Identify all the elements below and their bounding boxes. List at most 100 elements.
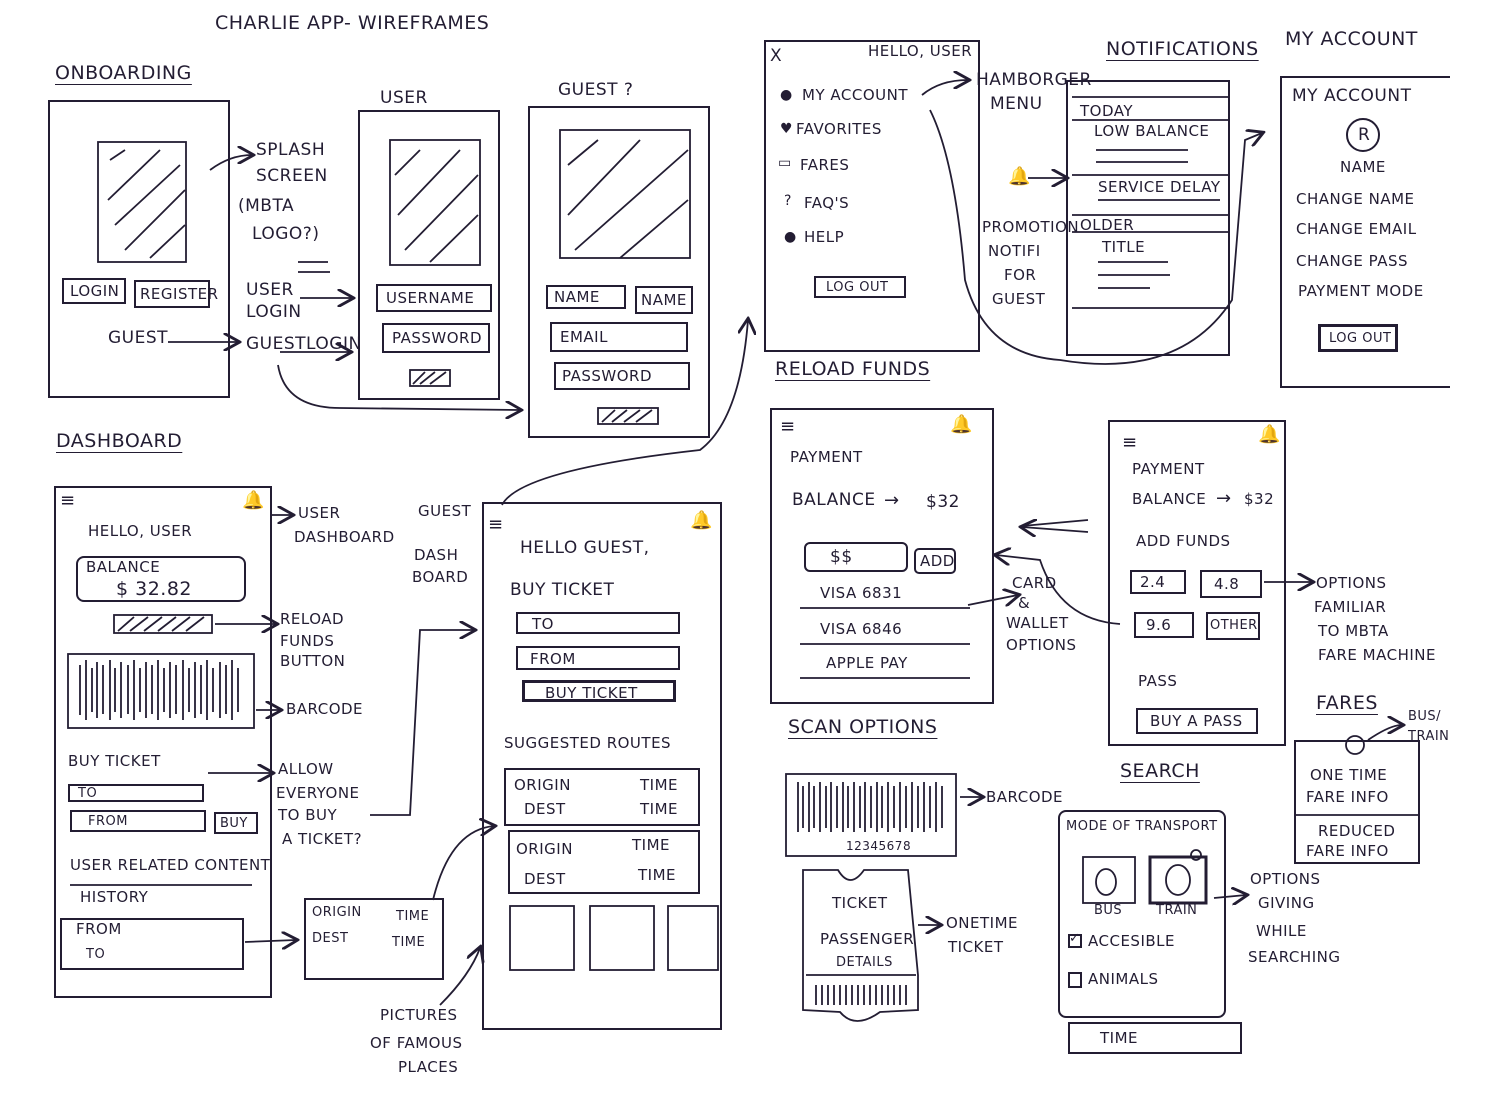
check-icon: ✓ [1069,931,1080,946]
first-name-field[interactable]: NAME [546,285,626,309]
change-pass-option[interactable]: CHANGE PASS [1296,252,1408,270]
amount-option[interactable]: 2.4 [1130,570,1186,594]
other-amount-option[interactable]: OTHER [1206,612,1260,640]
one-time-fare-info[interactable]: ONE TIME [1310,766,1388,784]
last-name-field[interactable]: NAME [635,286,693,314]
route-dest: DEST [312,931,349,946]
question-icon: ? [784,193,792,209]
bell-icon[interactable]: 🔔 [950,414,973,435]
reduced-fare-info[interactable]: REDUCED [1318,822,1396,840]
section-reload-funds: RELOAD FUNDS [775,358,931,380]
guest-link[interactable]: GUEST [108,328,169,348]
buy-pass-button[interactable]: BUY A PASS [1136,708,1258,734]
guest-buy-ticket-button[interactable]: BUY TICKET [522,680,676,702]
reduced-fare-info[interactable]: FARE INFO [1306,842,1389,860]
to-field[interactable]: TO [68,784,204,802]
amount-option[interactable]: 9.6 [1134,612,1194,638]
accessible-checkbox[interactable] [1068,934,1082,948]
password-field[interactable]: PASSWORD [382,323,490,353]
guest-to-field[interactable]: TO [516,612,680,634]
change-name-option[interactable]: CHANGE NAME [1296,190,1415,208]
page-title: CHARLIE APP- WIREFRAMES [215,12,490,34]
account-heading: MY ACCOUNT [1292,86,1412,106]
payment-mode-option[interactable]: PAYMENT MODE [1298,282,1424,300]
menu-logout-button[interactable]: LOG OUT [814,276,906,298]
hamburger-icon[interactable]: ≡ [488,514,504,535]
one-time-fare-info[interactable]: FARE INFO [1306,788,1389,806]
hamburger-icon[interactable]: ≡ [780,416,796,437]
note-reload: FUNDS [280,632,335,650]
menu-item-my-account[interactable]: MY ACCOUNT [802,86,908,104]
passenger-details: PASSENGER [820,930,915,948]
payment-screen-frame [770,408,994,704]
notif-service-delay[interactable]: SERVICE DELAY [1098,178,1221,196]
close-icon[interactable]: X [770,46,783,66]
note-reload: BUTTON [280,652,346,670]
route-origin: ORIGIN [514,776,571,794]
route-time: TIME [392,935,426,950]
balance-label: BALANCE [792,490,876,510]
email-field[interactable]: EMAIL [550,322,688,352]
barcode-number: 12345678 [846,839,912,853]
guest-signup-frame [528,106,710,438]
username-field[interactable]: USERNAME [376,284,492,312]
change-email-option[interactable]: CHANGE EMAIL [1296,220,1417,238]
account-name: NAME [1340,158,1386,176]
history-label: HISTORY [80,888,149,906]
menu-item-favorites[interactable]: FAVORITES [796,120,882,138]
my-account-frame [1280,76,1450,388]
mode-of-transport-label: MODE OF TRANSPORT [1066,819,1218,834]
card-option[interactable]: VISA 6846 [820,620,903,638]
login-button[interactable]: LOGIN [62,278,126,304]
menu-item-faqs[interactable]: FAQ'S [804,194,850,212]
fares-card [1294,740,1420,864]
route-origin: ORIGIN [312,905,362,920]
buy-button[interactable]: BUY [214,812,258,834]
menu-item-help[interactable]: HELP [804,228,845,246]
train-option[interactable]: TRAIN [1156,903,1198,918]
buy-ticket-label: BUY TICKET [68,752,161,770]
add-button[interactable]: ADD [914,548,956,574]
amount-option[interactable]: 4.8 [1200,570,1262,598]
bell-icon[interactable]: 🔔 [1258,424,1281,445]
account-logout-button[interactable]: LOG OUT [1318,324,1398,352]
card-option[interactable]: APPLE PAY [826,654,908,672]
note-allow: A TICKET? [282,830,363,848]
note-allow: TO BUY [278,806,338,824]
time-field[interactable]: TIME [1068,1022,1242,1054]
bell-icon[interactable]: 🔔 [242,490,265,511]
route-time: TIME [640,800,679,818]
note-search-options: SEARCHING [1248,948,1341,966]
hamburger-icon[interactable]: ≡ [60,490,76,511]
hamburger-icon[interactable]: ≡ [1122,432,1138,453]
register-button[interactable]: REGISTER [134,280,218,308]
card-option[interactable]: VISA 6831 [820,584,903,602]
from-field[interactable]: FROM [70,810,206,832]
notif-title[interactable]: TITLE [1102,238,1146,256]
bell-icon[interactable]: 🔔 [690,510,713,531]
pass-label: PASS [1138,672,1178,690]
suggested-route-card[interactable] [508,830,700,894]
guest-password-field[interactable]: PASSWORD [554,362,690,390]
note-onetime: TICKET [948,938,1004,956]
note-options-familiar: TO MBTA [1318,622,1389,640]
user-screen-label: USER [380,88,428,108]
passenger-details: DETAILS [836,955,893,970]
guest-from-field[interactable]: FROM [516,646,680,670]
note-hamburger: MENU [990,94,1043,114]
suggested-route-card[interactable] [504,768,700,826]
animals-checkbox[interactable] [1068,972,1082,988]
bus-option[interactable]: BUS [1094,903,1123,918]
notif-low-balance[interactable]: LOW BALANCE [1094,122,1210,140]
note-guest-login: GUESTLOGIN [246,334,362,354]
menu-item-fares[interactable]: FARES [800,156,850,174]
route-dest: DEST [524,870,566,888]
route-time: TIME [396,909,430,924]
amount-input[interactable]: $$ [804,542,908,572]
note-allow: ALLOW [278,760,334,778]
avatar: R [1346,118,1380,152]
history-card[interactable] [60,918,244,970]
note-user-login: LOGIN [246,302,302,322]
section-scan-options: SCAN OPTIONS [788,716,938,738]
